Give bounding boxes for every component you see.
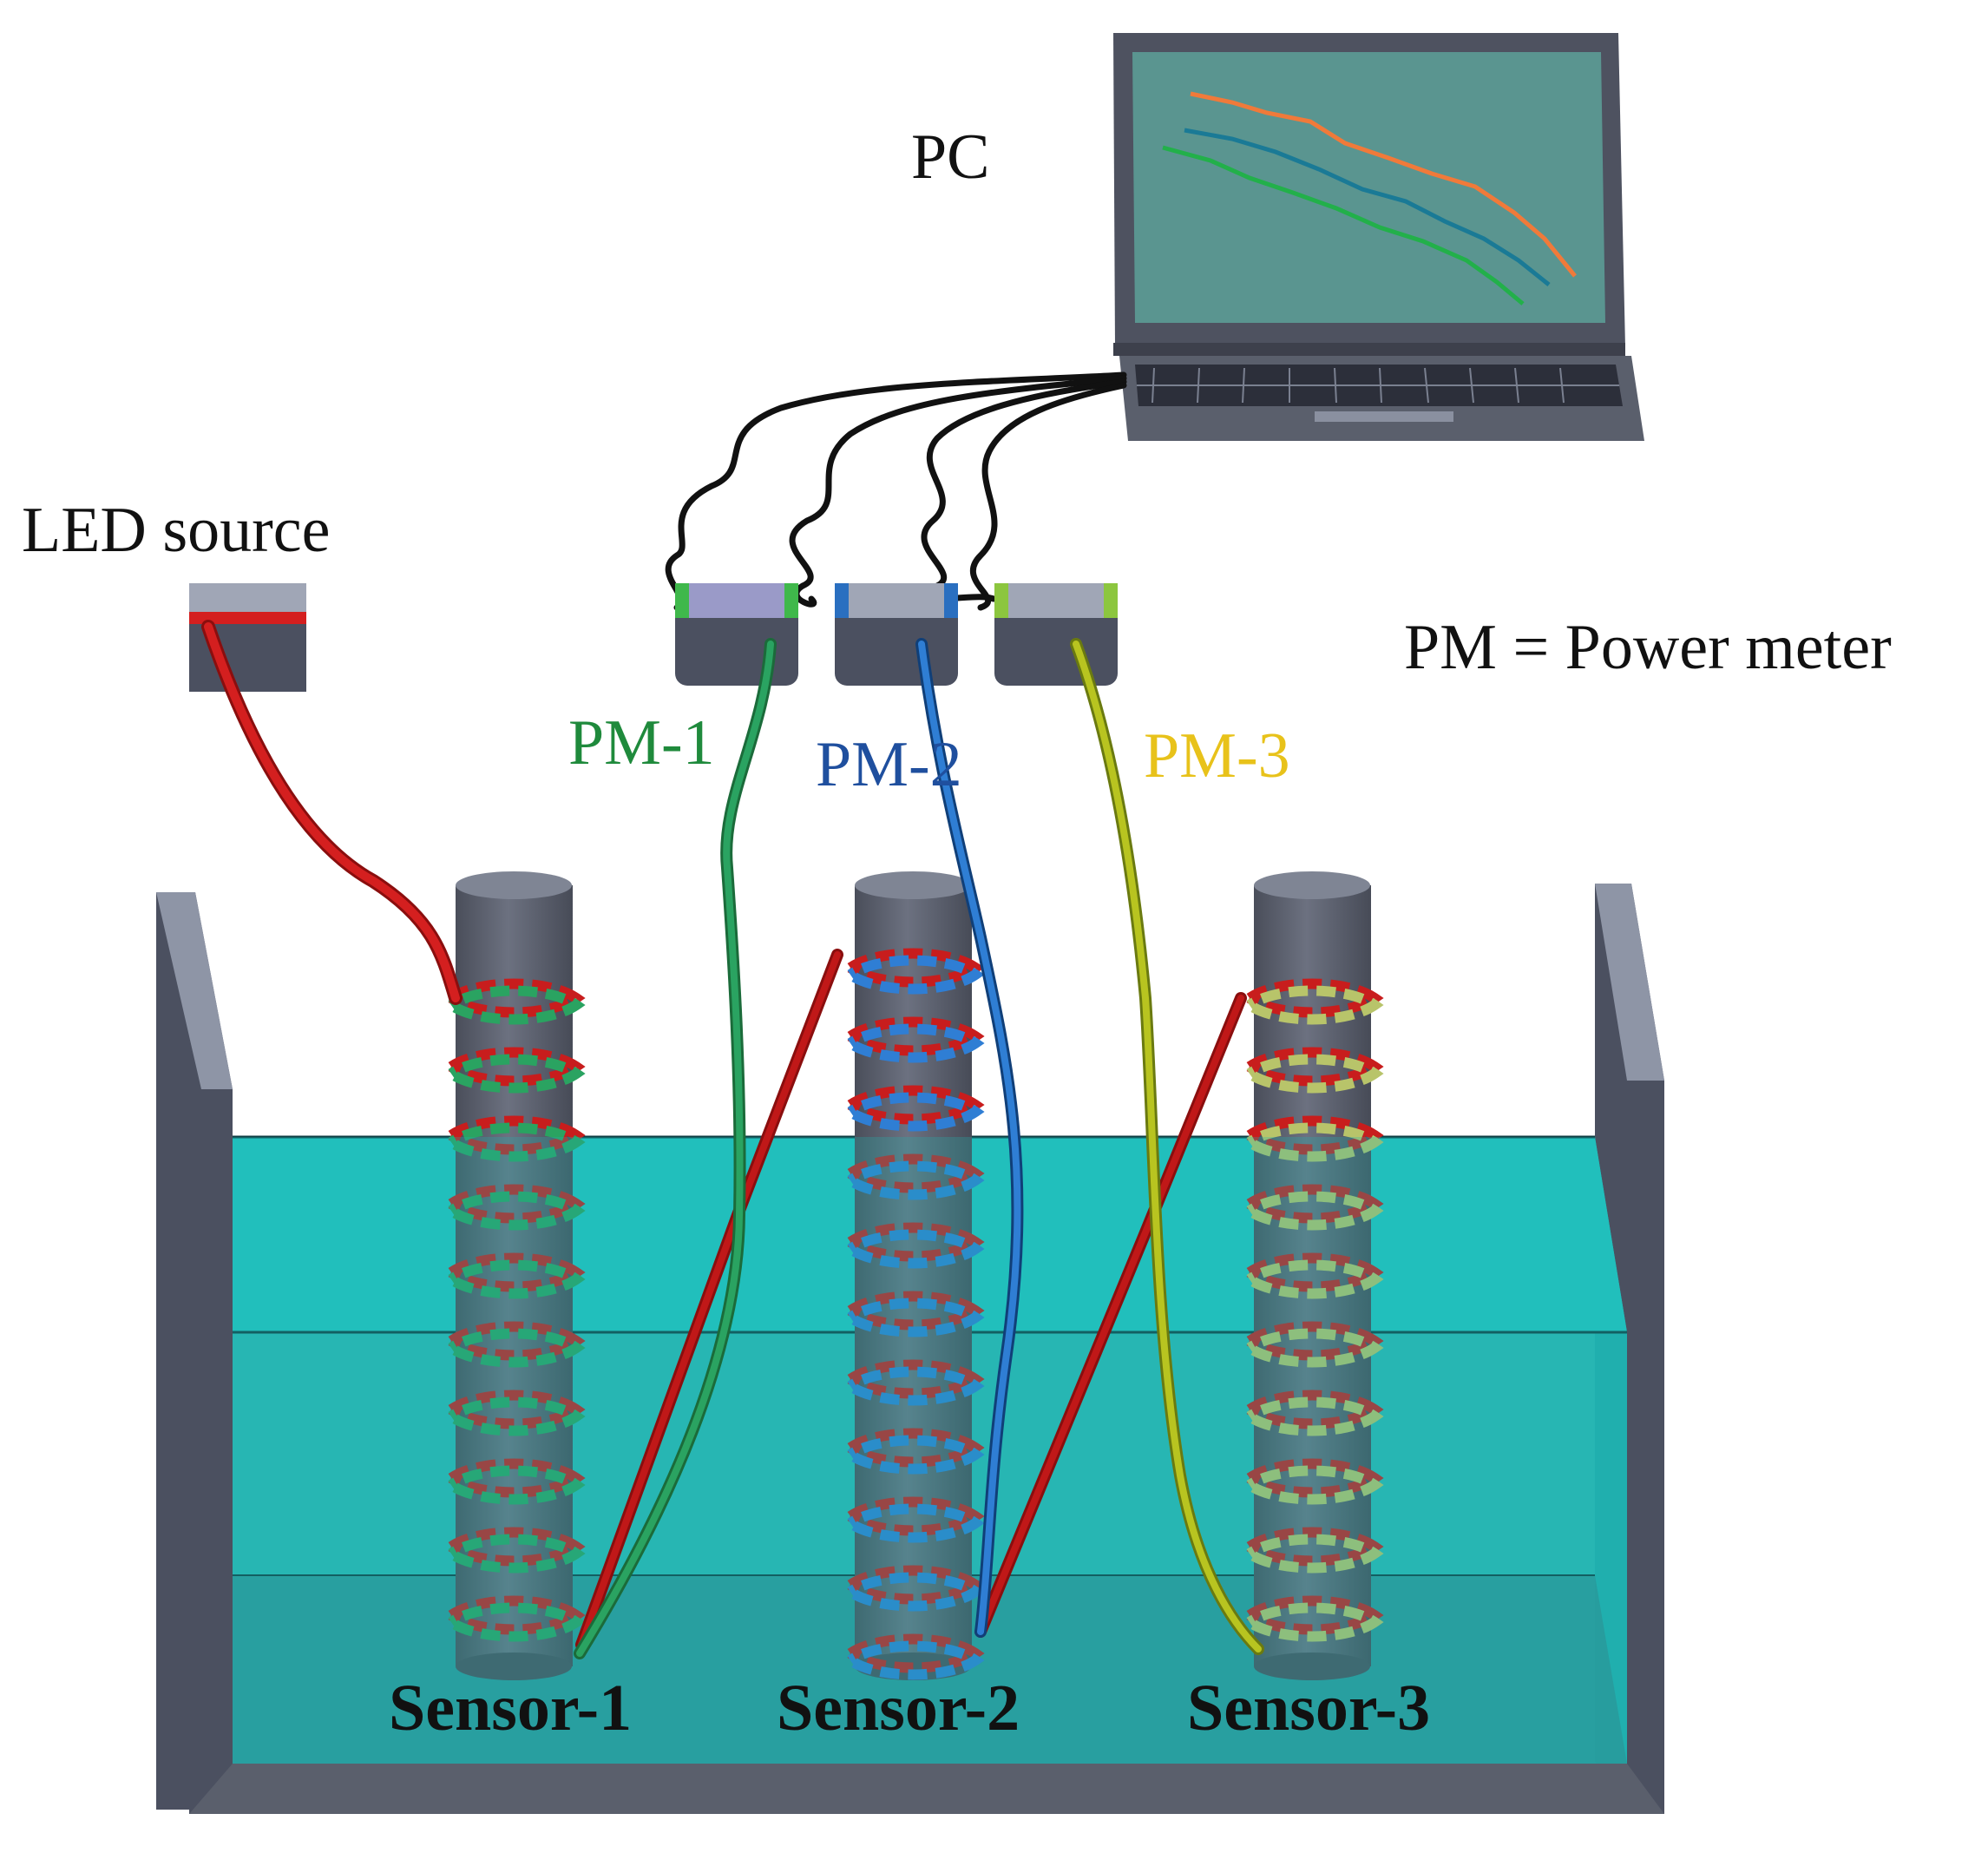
coil-turn bbox=[847, 1640, 985, 1680]
laptop-touchpad bbox=[1315, 411, 1453, 422]
coil-turn bbox=[448, 1184, 586, 1224]
coil-turn bbox=[448, 1115, 586, 1155]
pm1-label: PM-1 bbox=[568, 707, 715, 779]
coil-turn bbox=[847, 1229, 985, 1269]
coil-turn bbox=[1246, 1191, 1384, 1231]
coil-turn bbox=[1246, 1184, 1384, 1224]
coil-turn bbox=[847, 1023, 985, 1063]
optical-fibers bbox=[201, 620, 1264, 1659]
coil-turn bbox=[847, 955, 985, 995]
coil-turn bbox=[847, 1092, 985, 1132]
coil-turn bbox=[847, 1153, 985, 1193]
coil-turn bbox=[1246, 985, 1384, 1025]
screen-curve-green bbox=[1162, 145, 1525, 306]
power-meter-1 bbox=[675, 583, 798, 686]
coil-turn bbox=[448, 978, 586, 1018]
coil-turn bbox=[847, 1160, 985, 1200]
coil-turn bbox=[448, 1595, 586, 1635]
sensor3-label: Sensor-3 bbox=[1187, 1672, 1430, 1745]
coil-turn bbox=[448, 1054, 586, 1094]
coil-turn bbox=[1246, 1390, 1384, 1429]
coil-turn bbox=[1246, 1328, 1384, 1368]
coil-turn bbox=[847, 1633, 985, 1673]
coil-turn bbox=[1246, 1047, 1384, 1087]
coil-turn bbox=[448, 1534, 586, 1574]
coil-turn bbox=[448, 1328, 586, 1368]
coil-turn bbox=[448, 1465, 586, 1505]
coil-turn bbox=[1246, 1054, 1384, 1094]
pc-label: PC bbox=[911, 122, 990, 193]
power-meter-3 bbox=[994, 583, 1118, 686]
fiber-coil-1 bbox=[448, 978, 586, 1642]
coil-turn bbox=[1246, 1252, 1384, 1292]
coil-turn bbox=[1246, 1115, 1384, 1155]
sensor1-label: Sensor-1 bbox=[389, 1672, 632, 1745]
coil-turn bbox=[1246, 1458, 1384, 1498]
usb-cables bbox=[665, 371, 1127, 611]
led-source-label: LED source bbox=[22, 495, 330, 566]
coil-turn bbox=[1246, 1396, 1384, 1436]
sensor2-label: Sensor-2 bbox=[777, 1672, 1020, 1745]
coil-turn bbox=[847, 1359, 985, 1399]
pm3-label: PM-3 bbox=[1144, 720, 1290, 792]
coil-turn bbox=[448, 1259, 586, 1299]
coil-turn bbox=[448, 1527, 586, 1567]
power-meter-2 bbox=[835, 583, 958, 686]
fiber-coil-3 bbox=[1246, 978, 1384, 1642]
coil-turn bbox=[448, 1458, 586, 1498]
water-overlay bbox=[233, 1137, 1627, 1764]
coil-turn bbox=[448, 1047, 586, 1087]
coil-turn bbox=[847, 1565, 985, 1605]
screen-curve-orange bbox=[1190, 91, 1577, 278]
tank-left-wall bbox=[156, 892, 233, 1810]
laptop-screen bbox=[1132, 52, 1605, 323]
coil-turn bbox=[847, 1085, 985, 1125]
coil-turn bbox=[448, 1602, 586, 1642]
coil-turn bbox=[448, 1122, 586, 1162]
pm2-label: PM-2 bbox=[816, 729, 962, 800]
coil-turn bbox=[1246, 1465, 1384, 1505]
coil-turn bbox=[448, 1396, 586, 1436]
coil-turn bbox=[1246, 1259, 1384, 1299]
coil-turn bbox=[1246, 1122, 1384, 1162]
coil-turn bbox=[1246, 1321, 1384, 1361]
coil-turn bbox=[448, 1252, 586, 1292]
coil-turn bbox=[448, 1321, 586, 1361]
pc-laptop bbox=[1113, 33, 1644, 441]
coil-turn bbox=[847, 948, 985, 988]
coil-turn bbox=[847, 1291, 985, 1331]
coil-turn bbox=[847, 1503, 985, 1543]
coil-turn bbox=[847, 1428, 985, 1468]
coil-turn bbox=[448, 1191, 586, 1231]
coil-turn bbox=[1246, 1527, 1384, 1567]
coil-turn bbox=[847, 1572, 985, 1612]
coil-turn bbox=[847, 1016, 985, 1056]
coil-turn bbox=[847, 1366, 985, 1406]
pm-legend: PM = Power meter bbox=[1404, 612, 1892, 683]
coil-turn bbox=[847, 1298, 985, 1337]
coil-turn bbox=[847, 1496, 985, 1536]
coil-turn bbox=[847, 1222, 985, 1262]
coil-turn bbox=[1246, 978, 1384, 1018]
coil-turn bbox=[1246, 1602, 1384, 1642]
coil-turn bbox=[847, 1435, 985, 1475]
coil-turn bbox=[448, 1390, 586, 1429]
screen-curve-blue bbox=[1184, 128, 1551, 286]
coil-turn bbox=[1246, 1595, 1384, 1635]
coil-turn bbox=[1246, 1534, 1384, 1574]
coil-turn bbox=[448, 985, 586, 1025]
fiber-coil-2 bbox=[847, 948, 985, 1680]
